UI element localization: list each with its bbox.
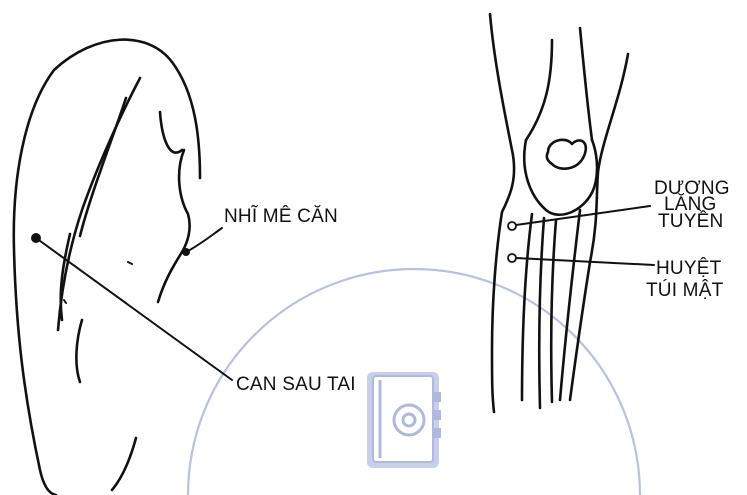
- thigh-inner-line-left: [526, 40, 552, 140]
- can-sau-tai-leader: [36, 238, 232, 380]
- huyet-tui-mat-leader: [516, 258, 654, 265]
- tibia-line-1: [539, 218, 544, 408]
- duong-lang-tuyen-leader: [516, 206, 650, 225]
- nhi-me-can-leader: [186, 228, 222, 252]
- ear-illustration: NHĨ MÊ CĂN CAN SAU TAI: [14, 40, 356, 495]
- ear-mark-2: [64, 300, 66, 303]
- huyet-tui-mat-label-2: TÚI MẬT: [646, 279, 724, 301]
- huyet-tui-mat-label: HUYỆT: [656, 257, 722, 279]
- huyet-tui-mat-point: [508, 254, 516, 262]
- ear-concha-ridge: [158, 150, 190, 302]
- knee-illustration: DƯƠNG LĂNG TUYỀN HUYỆT TÚI MẬT: [490, 14, 730, 412]
- nhi-me-can-label: NHĨ MÊ CĂN: [224, 205, 338, 227]
- ear-helix-crus: [80, 98, 126, 236]
- leg-left-outline: [490, 14, 514, 412]
- ear-lobe-ridge: [76, 320, 82, 382]
- tibia-left-edge: [522, 214, 532, 400]
- ear-lower-curve: [112, 438, 136, 490]
- duong-lang-tuyen-point: [508, 222, 516, 230]
- ear-antihelix: [160, 112, 182, 153]
- tibia-line-2: [551, 220, 556, 402]
- address-book-at-icon: [367, 372, 441, 468]
- thigh-inner-line-right: [580, 28, 592, 140]
- fibula-line: [560, 210, 580, 400]
- patella: [547, 140, 586, 169]
- ear-helix-inner: [58, 78, 140, 330]
- duong-lang-tuyen-label-3: TUYỀN: [658, 210, 723, 232]
- ear-mark-1: [128, 262, 132, 264]
- can-sau-tai-label: CAN SAU TAI: [236, 374, 356, 395]
